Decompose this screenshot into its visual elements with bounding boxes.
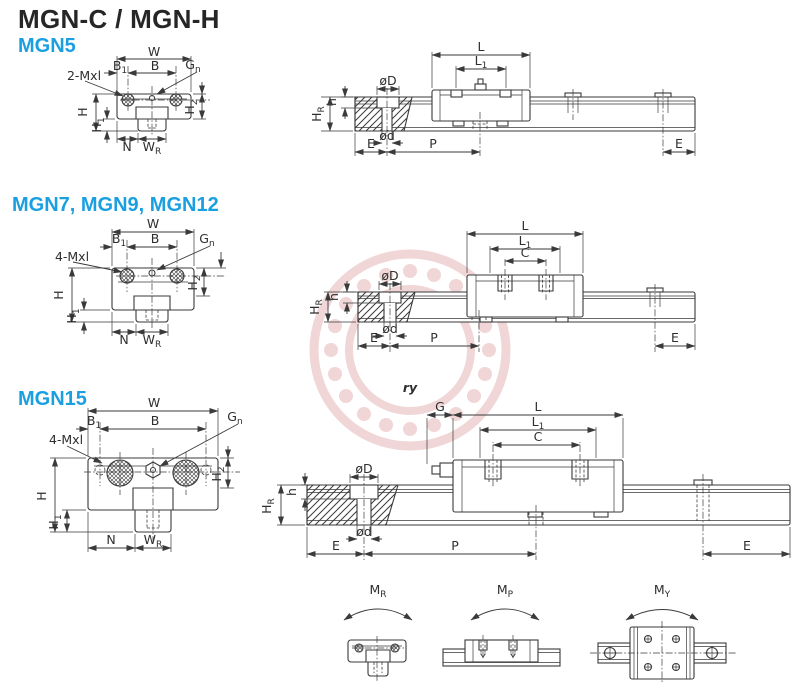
- moment-mp-label: MP: [497, 582, 514, 600]
- dim-g-label: G: [435, 399, 445, 414]
- dim-c-label: C: [521, 245, 530, 260]
- dim-n-label: N: [122, 139, 131, 154]
- dim-h2-label: H2: [209, 466, 227, 481]
- mgn15-side-view: G L L1 C øD h HR ød E: [259, 399, 791, 560]
- dim-l1-label: L1: [475, 53, 488, 71]
- moment-mr-label: MR: [369, 582, 386, 600]
- dim-l-label: L: [478, 39, 485, 54]
- dim-h-label: H: [51, 290, 66, 299]
- dim-dd-label: ød: [379, 128, 395, 143]
- mgn7-side-view: L L1 C øD h HR ød E P: [307, 218, 696, 352]
- screw-spec-label: 2-Mxl: [67, 68, 101, 83]
- dim-gn-label: Gn: [185, 57, 200, 75]
- section-label-mgn15: MGN15: [18, 388, 87, 410]
- dim-p-label: P: [429, 136, 437, 151]
- dim-e-label: E: [332, 538, 340, 553]
- mgn5-side-view: L L1 øD h HR ød E P E: [309, 39, 696, 156]
- dim-l1-label: L1: [532, 414, 545, 432]
- page-title: MGN-C / MGN-H: [18, 4, 220, 34]
- mgn15-cross-section: W B1 B Gn 4-Mxl H H1 H2 N WR: [34, 395, 243, 552]
- dim-h2-label: H2: [182, 99, 200, 114]
- dim-p-label: P: [451, 538, 459, 553]
- dim-hr-label: HR: [309, 106, 327, 122]
- dim-h-label: H: [75, 107, 90, 116]
- dim-h2-label: H2: [185, 275, 203, 290]
- dim-b-label: B: [151, 231, 160, 246]
- moment-yaw-diagram: MY: [590, 582, 736, 684]
- dim-e-label: E: [370, 330, 378, 345]
- section-label-mgn5: MGN5: [18, 35, 76, 57]
- dim-h-small-label: h: [324, 98, 339, 106]
- screw-spec-label: 4-Mxl: [49, 432, 83, 447]
- moment-pitch-diagram: MP: [442, 582, 561, 667]
- dim-wr-label: WR: [144, 532, 163, 550]
- dim-h1-label: H1: [46, 514, 64, 529]
- dim-n-label: N: [119, 332, 128, 347]
- dim-b1-label: B1: [113, 58, 127, 76]
- dim-gn-label: Gn: [227, 409, 242, 427]
- dim-w-label: W: [148, 395, 160, 410]
- dim-dd-label: ød: [356, 524, 372, 539]
- dim-e-label: E: [675, 136, 683, 151]
- dim-b1-label: B1: [87, 413, 101, 431]
- dim-wr-label: WR: [143, 332, 162, 350]
- dim-dD-label: øD: [355, 461, 372, 476]
- dim-l1-label: L1: [519, 233, 532, 251]
- dim-gn-label: Gn: [199, 231, 214, 249]
- mgn5-cross-section: W B1 B Gn 2-Mxl H H1 H2 N WR: [67, 44, 210, 157]
- dim-e-label: E: [743, 538, 751, 553]
- dim-l-label: L: [522, 218, 529, 233]
- dim-e-label: E: [367, 136, 375, 151]
- dim-h1-label: H1: [64, 308, 82, 323]
- screw-spec-label: 4-Mxl: [55, 249, 89, 264]
- dim-l-label: L: [535, 399, 542, 414]
- moment-roll-diagram: MR: [343, 582, 413, 681]
- dim-hr-label: HR: [307, 299, 325, 315]
- watermark-balls: [324, 264, 496, 436]
- dim-b1-label: B1: [112, 231, 126, 249]
- dim-dD-label: øD: [379, 73, 396, 88]
- dim-e-label: E: [671, 330, 679, 345]
- dim-b-label: B: [151, 58, 160, 73]
- dim-h-small-label: h: [284, 488, 299, 496]
- bearing-logo-watermark: ry: [309, 249, 511, 451]
- dim-wr-label: WR: [143, 139, 162, 157]
- dim-h1-label: H1: [89, 117, 107, 132]
- dim-h-small-label: h: [326, 293, 341, 301]
- section-label-mgn7-9-12: MGN7, MGN9, MGN12: [12, 194, 219, 216]
- dim-dD-label: øD: [381, 268, 398, 283]
- watermark-letters: ry: [403, 380, 418, 395]
- dim-w-label: W: [147, 216, 159, 231]
- dim-w-label: W: [148, 44, 160, 59]
- mgn7-cross-section: W B1 B Gn 4-Mxl H H1 H2 N WR: [51, 216, 226, 350]
- dim-c-label: C: [534, 429, 543, 444]
- dim-h-label: H: [34, 491, 49, 500]
- dim-n-label: N: [106, 532, 115, 547]
- moment-my-label: MY: [654, 582, 671, 600]
- dim-b-label: B: [151, 413, 160, 428]
- dim-dd-label: ød: [382, 321, 398, 336]
- dim-hr-label: HR: [259, 498, 277, 514]
- dim-p-label: P: [430, 330, 438, 345]
